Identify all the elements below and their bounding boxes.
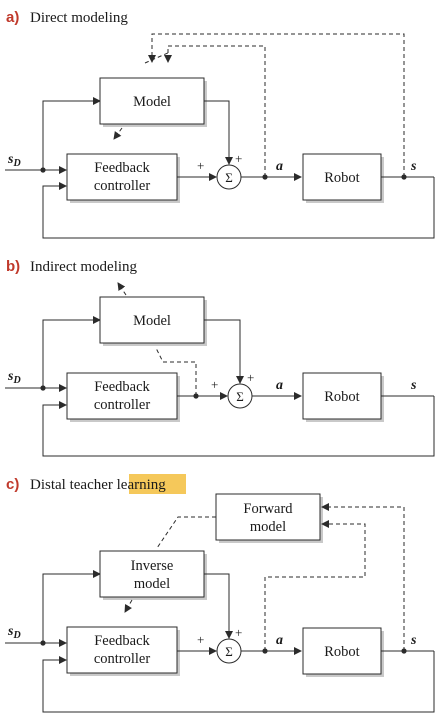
highlight-mark — [129, 474, 186, 494]
svg-text:Σ: Σ — [236, 389, 244, 404]
section-a: a) Direct modeling sD Model Feedback con… — [5, 9, 435, 239]
controller-label-c: controller — [94, 651, 151, 667]
svg-text:+: + — [235, 625, 242, 640]
section-a-letter: a) — [6, 9, 19, 26]
feedback-controller-block-c — [66, 626, 178, 674]
section-b-letter: b) — [6, 258, 20, 275]
section-b-title: Indirect modeling — [30, 259, 138, 275]
a-label-b: a — [276, 378, 283, 393]
forward-model-block — [215, 493, 321, 541]
feedback-controller-block-a — [66, 153, 178, 201]
feedback-label-a: Feedback — [94, 160, 150, 176]
svg-text:+: + — [197, 632, 204, 647]
s-label-b: s — [410, 378, 417, 393]
a-label-c: a — [276, 633, 283, 648]
robot-label-b: Robot — [324, 389, 359, 405]
controller-label-b: controller — [94, 397, 151, 413]
svg-text:Σ: Σ — [225, 170, 233, 185]
svg-text:Σ: Σ — [225, 644, 233, 659]
sd-label-a: sD — [7, 152, 21, 169]
inverse-label-1: Inverse — [131, 558, 174, 574]
robot-block-b — [302, 372, 382, 420]
s-label-c: s — [410, 633, 417, 648]
section-c-title: Distal teacher learning — [30, 477, 166, 493]
feedback-label-c: Feedback — [94, 633, 150, 649]
robot-block-c — [302, 627, 382, 675]
model-block-b — [99, 296, 205, 344]
model-label-a: Model — [133, 94, 171, 110]
inverse-label-2: model — [134, 576, 170, 592]
svg-text:+: + — [247, 370, 254, 385]
sd-label-b: sD — [7, 369, 21, 386]
s-label-a: s — [410, 159, 417, 174]
svg-text:+: + — [211, 377, 218, 392]
forward-label-1: Forward — [243, 501, 293, 517]
section-b: b) Indirect modeling sD Model Feedback c… — [5, 258, 435, 457]
controller-label-a: controller — [94, 178, 151, 194]
section-a-title: Direct modeling — [30, 10, 128, 26]
section-c-letter: c) — [6, 476, 19, 493]
model-block-a — [99, 77, 205, 125]
sd-label-c: sD — [7, 624, 21, 641]
robot-label-a: Robot — [324, 170, 359, 186]
svg-text:+: + — [197, 158, 204, 173]
inverse-model-block — [99, 550, 205, 598]
robot-label-c: Robot — [324, 644, 359, 660]
model-label-b: Model — [133, 313, 171, 329]
svg-text:+: + — [235, 151, 242, 166]
section-c: c) Distal teacher learning Forward model… — [5, 474, 435, 713]
forward-label-2: model — [250, 519, 286, 535]
feedback-label-b: Feedback — [94, 379, 150, 395]
a-label-a: a — [276, 159, 283, 174]
